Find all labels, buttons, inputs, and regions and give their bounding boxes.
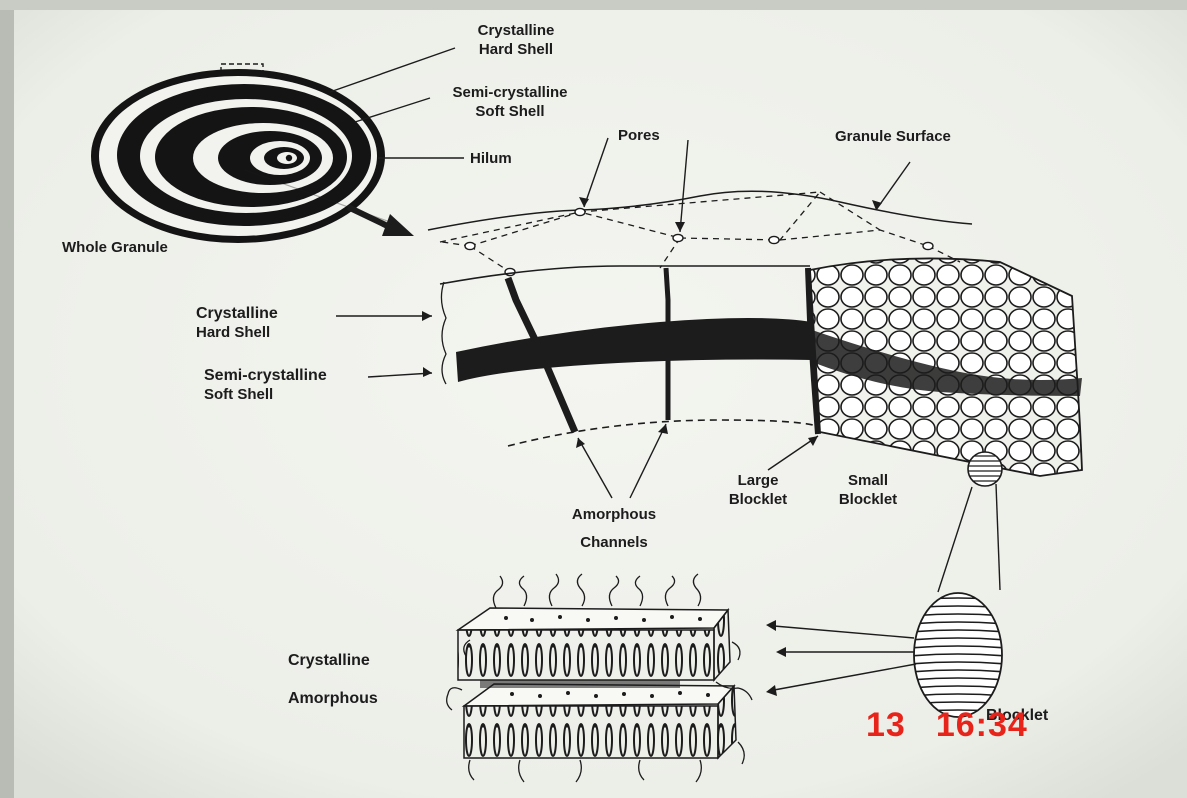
label-hilum: Hilum [470, 149, 512, 168]
label-large-blocklet-word: Blocklet [704, 490, 812, 509]
label-bottom-crystalline: Crystalline [288, 651, 370, 670]
label-top-hard-shell: Hard Shell [454, 40, 578, 59]
label-top-semi-crystalline: Semi-crystalline [432, 83, 588, 102]
label-amorphous: Amorphous [554, 501, 674, 529]
camera-timestamp: 13 16:34 [866, 706, 1028, 745]
label-bottom-amorphous: Amorphous [288, 689, 378, 708]
dark-top-edge [0, 0, 1187, 10]
label-top-crystalline-hard-shell: Crystalline Hard Shell [454, 21, 578, 59]
label-mid-crystalline-hard-shell: Crystalline Hard Shell [196, 304, 278, 342]
label-top-soft-shell: Soft Shell [432, 102, 588, 121]
label-mid-soft-shell: Soft Shell [204, 385, 327, 404]
label-top-semi-crystalline-soft-shell: Semi-crystalline Soft Shell [432, 83, 588, 121]
label-small: Small [822, 471, 914, 490]
label-granule-surface: Granule Surface [835, 127, 951, 146]
label-large-blocklet: Large Blocklet [704, 471, 812, 509]
label-mid-crystalline: Crystalline [196, 304, 278, 323]
label-mid-hard-shell: Hard Shell [196, 323, 278, 342]
label-whole-granule: Whole Granule [62, 238, 168, 257]
dark-left-edge [0, 0, 14, 798]
timestamp-time: 16:34 [936, 706, 1028, 745]
label-pores: Pores [618, 126, 660, 145]
label-top-crystalline: Crystalline [454, 21, 578, 40]
label-mid-semi-crystalline-soft-shell: Semi-crystalline Soft Shell [204, 366, 327, 404]
timestamp-day: 13 [866, 706, 906, 745]
label-small-blocklet-word: Blocklet [822, 490, 914, 509]
label-mid-semi-crystalline: Semi-crystalline [204, 366, 327, 385]
label-small-blocklet: Small Blocklet [822, 471, 914, 509]
label-channels: Channels [554, 529, 674, 557]
label-large: Large [704, 471, 812, 490]
label-amorphous-channels: Amorphous Channels [554, 501, 674, 557]
